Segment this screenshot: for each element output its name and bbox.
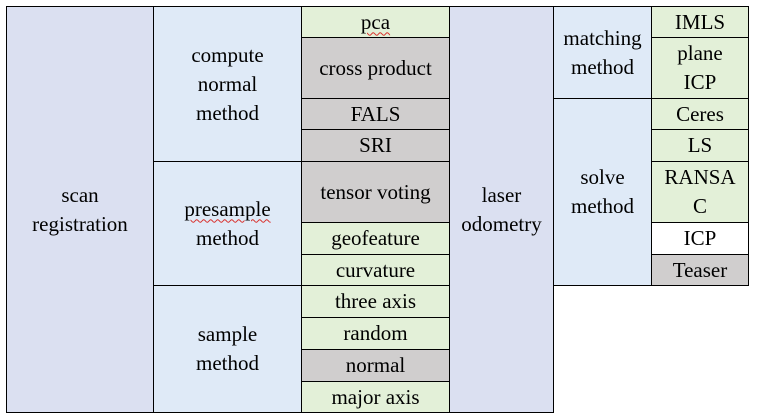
item-curvature-label: curvature bbox=[335, 257, 416, 282]
matching-method-cell: matching method bbox=[553, 6, 652, 99]
item-cross-product-label: cross product bbox=[319, 55, 432, 80]
scan-registration-label: scan registration bbox=[32, 182, 128, 236]
item-ransac: RANSA C bbox=[651, 161, 749, 223]
item-imls-label: IMLS bbox=[674, 9, 726, 34]
matching-method-label: matching method bbox=[563, 25, 642, 79]
presample-method-word: method bbox=[195, 225, 259, 250]
laser-odometry-cell: laser odometry bbox=[449, 6, 554, 413]
item-tensor-voting: tensor voting bbox=[301, 161, 450, 223]
item-pca: pca bbox=[301, 6, 450, 38]
item-normal-label: normal bbox=[345, 353, 406, 377]
item-icp: ICP bbox=[651, 222, 749, 255]
item-ls-label: LS bbox=[687, 133, 713, 157]
compute-normal-method-label: compute normal method bbox=[191, 42, 264, 125]
item-fals-label: FALS bbox=[350, 101, 401, 126]
compute-normal-method-cell: compute normal method bbox=[153, 6, 302, 162]
solve-method-label: solve method bbox=[571, 165, 634, 218]
item-normal: normal bbox=[301, 349, 450, 382]
item-plane-icp: plane ICP bbox=[651, 37, 749, 99]
item-plane-icp-label: plane ICP bbox=[677, 41, 723, 94]
item-major-axis: major axis bbox=[301, 381, 450, 413]
item-tensor-voting-label: tensor voting bbox=[320, 179, 431, 204]
presample-word: presample bbox=[184, 196, 271, 221]
item-sri: SRI bbox=[301, 129, 450, 162]
item-random: random bbox=[301, 317, 450, 350]
item-random-label: random bbox=[343, 321, 408, 345]
item-ransac-label: RANSA C bbox=[664, 165, 736, 218]
item-pca-label: pca bbox=[360, 9, 391, 34]
item-three-axis: three axis bbox=[301, 285, 450, 318]
item-geofeature: geofeature bbox=[301, 222, 450, 255]
item-imls: IMLS bbox=[651, 6, 749, 38]
laser-odometry-label: laser odometry bbox=[461, 182, 542, 236]
presample-method-cell: presample method bbox=[153, 161, 302, 286]
item-teaser-label: Teaser bbox=[672, 257, 728, 282]
sample-method-cell: sample method bbox=[153, 285, 302, 413]
item-geofeature-label: geofeature bbox=[331, 226, 420, 250]
item-sri-label: SRI bbox=[359, 133, 392, 157]
item-major-axis-label: major axis bbox=[331, 384, 420, 409]
item-cross-product: cross product bbox=[301, 37, 450, 99]
item-ceres: Ceres bbox=[651, 98, 749, 130]
sample-method-label: sample method bbox=[196, 322, 259, 375]
solve-method-cell: solve method bbox=[553, 98, 652, 286]
presample-method-label: presample method bbox=[184, 195, 270, 253]
item-ls: LS bbox=[651, 129, 749, 162]
item-icp-label: ICP bbox=[683, 226, 717, 250]
scan-registration-cell: scan registration bbox=[6, 6, 154, 413]
item-three-axis-label: three axis bbox=[334, 289, 417, 313]
item-fals: FALS bbox=[301, 98, 450, 130]
item-ceres-label: Ceres bbox=[676, 101, 724, 126]
item-curvature: curvature bbox=[301, 254, 450, 286]
item-teaser: Teaser bbox=[651, 254, 749, 286]
